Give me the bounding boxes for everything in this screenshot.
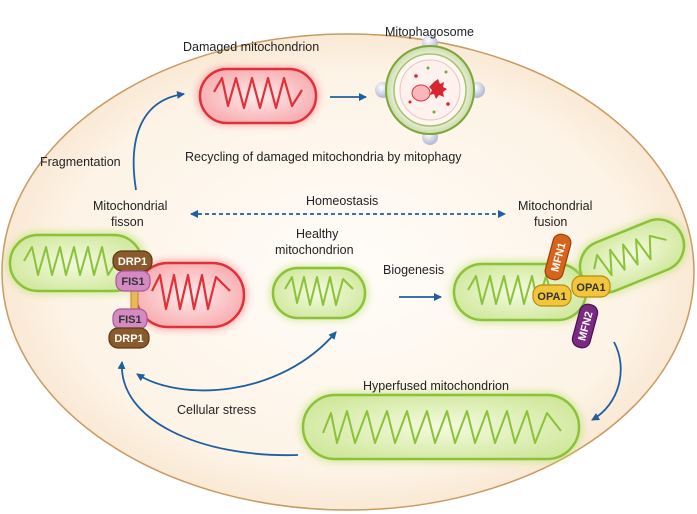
svg-text:OPA1: OPA1 (576, 282, 605, 294)
label-mitophagosome: Mitophagosome (385, 25, 474, 39)
label-hyperfused: Hyperfused mitochondrion (363, 379, 509, 393)
label-fission-line1: Mitochondrial (93, 199, 167, 213)
label-fusion-line2: fusion (534, 215, 567, 229)
svg-text:DRP1: DRP1 (114, 333, 143, 345)
mitophagosome (375, 35, 485, 145)
fis1-top: FIS1 (115, 270, 151, 292)
hyperfused-to-fission-arrow (117, 361, 299, 456)
damaged-mitochondrion (196, 66, 320, 126)
fission-red-mitochondrion (132, 259, 248, 331)
label-fission-line2: fisson (111, 215, 144, 229)
svg-text:FIS1: FIS1 (118, 314, 141, 326)
fragmentation-arrow (132, 90, 185, 191)
hyperfused-mitochondrion (299, 391, 583, 463)
opa1-right: OPA1 (571, 275, 611, 298)
fission-green-mitochondrion (6, 231, 148, 295)
svg-text:DRP1: DRP1 (118, 256, 147, 268)
label-damaged: Damaged mitochondrion (183, 40, 319, 54)
drp1-top: DRP1 (112, 250, 153, 272)
label-healthy-line2: mitochondrion (275, 243, 354, 257)
label-biogenesis: Biogenesis (383, 263, 444, 277)
mfn1-protein: MFN1 (544, 233, 572, 281)
svg-text:OPA1: OPA1 (537, 291, 566, 303)
label-recycling: Recycling of damaged mitochondria by mit… (185, 150, 462, 164)
svg-text:FIS1: FIS1 (121, 276, 144, 288)
label-healthy-line1: Healthy (296, 227, 339, 241)
label-fusion-line1: Mitochondrial (518, 199, 592, 213)
label-cellular-stress: Cellular stress (177, 403, 256, 417)
healthy-mitochondrion (269, 265, 369, 321)
label-fragmentation: Fragmentation (40, 155, 121, 169)
label-homeostasis: Homeostasis (306, 194, 378, 208)
fusion-to-hyperfused-arrow (591, 341, 622, 421)
mfn2-protein: MFN2 (571, 303, 599, 349)
opa1-left: OPA1 (532, 284, 572, 307)
drp1-bottom: DRP1 (108, 327, 150, 349)
fis1-bottom: FIS1 (112, 308, 148, 330)
stress-bidirectional-arrow (136, 331, 337, 392)
